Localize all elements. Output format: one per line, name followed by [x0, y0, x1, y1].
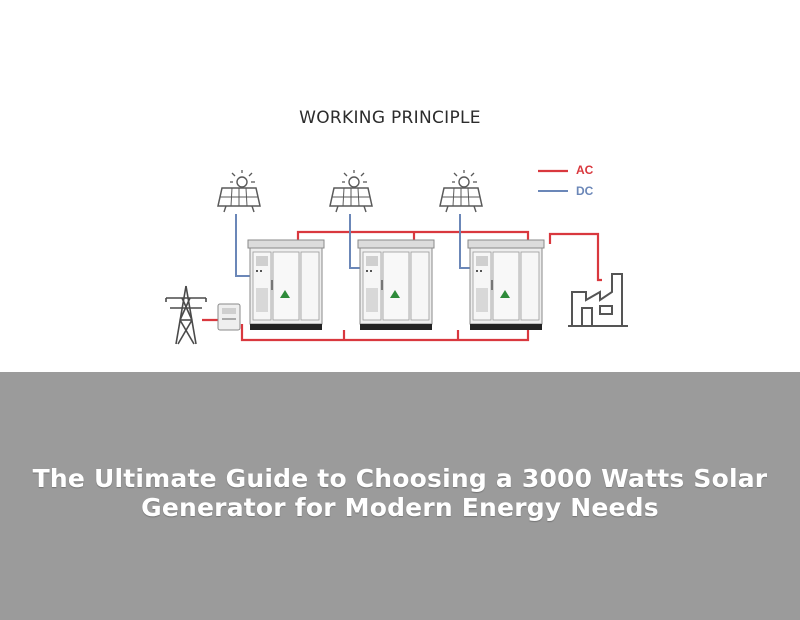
dc-wiring — [235, 214, 470, 277]
working-principle-diagram: WORKING PRINCIPLE AC DC — [165, 108, 628, 345]
legend-ac-label: AC — [576, 163, 594, 177]
energy-storage-cabinet-icon — [357, 239, 435, 331]
solar-panel-icon — [217, 169, 261, 213]
energy-storage-cabinet-icon — [467, 239, 545, 331]
title-banner: The Ultimate Guide to Choosing a 3000 Wa… — [0, 372, 800, 620]
solar-panel-icon — [439, 169, 483, 213]
energy-storage-cabinet-icon — [247, 239, 325, 331]
solar-panel-icon — [329, 169, 373, 213]
electric-meter-icon — [217, 303, 241, 331]
legend-dc-label: DC — [576, 184, 594, 198]
power-tower-icon — [165, 285, 207, 345]
ac-wiring — [202, 230, 602, 342]
diagram-drawing — [165, 169, 628, 345]
factory-icon — [568, 273, 628, 327]
diagram-title: WORKING PRINCIPLE — [299, 108, 481, 128]
banner-title: The Ultimate Guide to Choosing a 3000 Wa… — [32, 464, 768, 522]
